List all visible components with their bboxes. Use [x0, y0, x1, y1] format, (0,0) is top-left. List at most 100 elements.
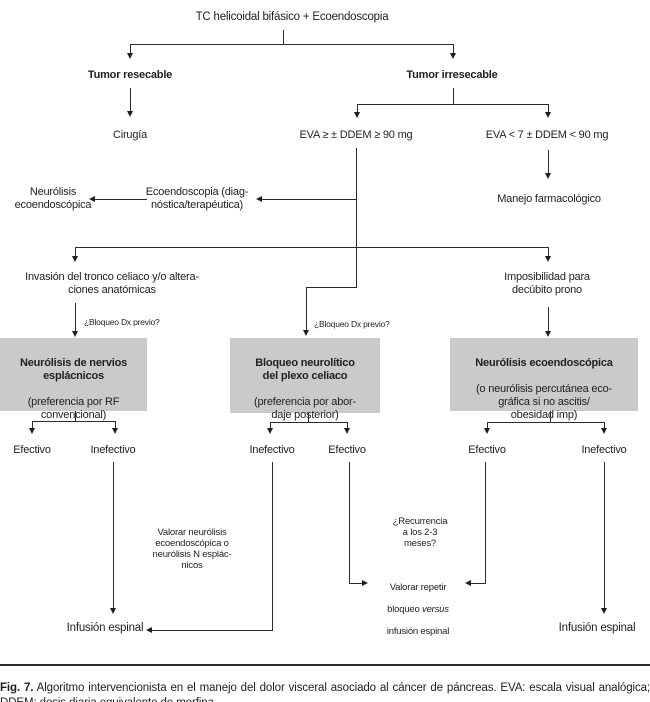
arrowhead-inefectivo2: [267, 428, 273, 434]
connector-irresecable-drop: [453, 44, 454, 53]
connector-jog-horizontal: [306, 287, 357, 288]
node-neurolisis-ecoendoscopica: Neurólisis ecoendoscópica: [14, 186, 92, 211]
node-tumor-irresecable: Tumor irresecable: [406, 69, 498, 81]
arrowhead-neurolisis-eco: [89, 195, 95, 202]
caption-divider: [0, 664, 650, 666]
label-inefectivo-left: Inefectivo: [90, 444, 136, 456]
connector-inefectivo1-drop: [115, 421, 116, 428]
arrowhead-infusion-der: [601, 608, 607, 614]
node-manejo-farmacologico: Manejo farmacológico: [497, 193, 601, 205]
node-eva-alta: EVA ≥ ± DDEM ≥ 90 mg: [299, 129, 413, 141]
node-eva-baja: EVA < 7 ± DDEM < 90 mg: [485, 129, 609, 141]
valorar-repetir-versus: versus: [422, 604, 449, 615]
label-bloqueo-dx-izq: ¿Bloqueo Dx previo?: [84, 317, 160, 327]
connector-manejo: [548, 150, 549, 173]
connector-split-left-stub: [75, 411, 76, 421]
connector-eva-baja-drop: [548, 104, 549, 112]
connector-efectivo1-drop: [32, 421, 33, 428]
label-bloqueo-dx-centro: ¿Bloqueo Dx previo?: [314, 319, 390, 329]
box-neurolisis-esplacnicos: Neurólisis de nervios esplácnicos (prefe…: [0, 338, 147, 421]
connector-invasion-drop: [75, 247, 76, 256]
connector-split-right: [487, 422, 604, 423]
connector-imposibilidad-drop: [548, 247, 549, 256]
node-cirugia: Cirugía: [112, 129, 148, 141]
connector-inefectivo2-long: [272, 462, 273, 631]
connector-split-center-stub: [308, 413, 309, 422]
connector-efectivo3-long: [485, 462, 486, 584]
node-ecoendoscopia: Ecoendoscopia (diag- nóstica/terapéutica…: [145, 186, 249, 211]
annotation-recurrencia: ¿Recurrencia a los 2-3 meses?: [392, 516, 448, 549]
arrowhead-valorar-repetir-izq: [362, 579, 368, 586]
connector-efectivo3-drop: [487, 422, 488, 428]
arrowhead-eva-alta: [354, 112, 360, 118]
arrowhead-infusion-izq: [110, 608, 116, 614]
connector-ecoendoscopia: [262, 199, 356, 200]
valorar-repetir-line3: infusión espinal: [386, 626, 450, 637]
arrowhead-efectivo3: [484, 428, 490, 434]
arrowhead-imposibilidad: [545, 256, 551, 262]
connector-box-esplacnicos: [75, 303, 76, 331]
arrowhead-ecoendoscopia: [256, 195, 262, 202]
arrowhead-box-plexo: [303, 330, 309, 336]
box-esplacnicos-subtitle: (preferencia por RF convencional): [27, 396, 120, 421]
connector-neurolisis-eco: [95, 199, 147, 200]
connector-wide-split: [75, 247, 549, 248]
connector-efectivo2-long: [349, 462, 350, 584]
figure-caption: Fig. 7. Algoritmo intervencionista en el…: [0, 681, 650, 702]
connector-eva-split: [357, 104, 549, 105]
arrowhead-valorar-repetir-der: [465, 579, 471, 586]
connector-irresecable-stub: [453, 88, 454, 104]
arrowhead-resecable: [127, 53, 133, 59]
arrowhead-cirugia: [127, 111, 133, 117]
arrowhead-irresecable: [450, 53, 456, 59]
connector-box-eco: [548, 307, 549, 331]
box-neurolisis-ecoendoscopica: Neurólisis ecoendoscópica (o neurólisis …: [450, 338, 638, 421]
arrowhead-inefectivo1: [112, 428, 118, 434]
node-imposibilidad-decubito: Imposibilidad para decúbito prono: [504, 271, 590, 296]
arrowhead-box-esplacnicos: [72, 331, 78, 337]
connector-inefectivo1-long: [113, 462, 114, 608]
figure-caption-label: Fig. 7.: [0, 681, 34, 694]
arrowhead-inefectivo3: [601, 428, 607, 434]
connector-efectivo2-elbow: [349, 583, 363, 584]
valorar-repetir-line1: Valorar repetir: [389, 582, 447, 593]
arrowhead-manejo: [545, 173, 551, 179]
valorar-repetir-line2: bloqueo versus: [368, 604, 468, 615]
label-inefectivo-right: Inefectivo: [581, 444, 627, 456]
connector-efectivo3-elbow: [471, 583, 485, 584]
label-efectivo-right: Efectivo: [468, 444, 506, 456]
box-eco-title: Neurólisis ecoendoscópica: [475, 357, 613, 369]
node-invasion-tronco-celiaco: Invasión del tronco celiaco y/o altera- …: [25, 271, 199, 296]
arrowhead-eva-baja: [545, 112, 551, 118]
box-esplacnicos-title: Neurólisis de nervios esplácnicos: [19, 357, 128, 382]
connector-central-vertical: [356, 148, 357, 287]
label-efectivo-center: Efectivo: [328, 444, 366, 456]
arrowhead-box-eco: [545, 331, 551, 337]
arrowhead-invasion: [72, 256, 78, 262]
connector-inefectivo2-drop: [270, 422, 271, 428]
connector-jog-vertical: [306, 287, 307, 330]
connector-top-split: [130, 44, 454, 45]
connector-cirugia: [130, 88, 131, 111]
connector-split-right-stub: [550, 411, 551, 422]
annotation-valorar-repetir: Valorar repetir bloqueo versus infusión …: [368, 571, 468, 648]
connector-inefectivo3-drop: [604, 422, 605, 428]
arrowhead-infusion-izq-2: [146, 626, 152, 633]
box-plexo-subtitle: (preferencia por abor- daje posterior): [254, 396, 356, 421]
connector-inefectivo2-elbow: [152, 630, 272, 631]
node-tumor-resecable: Tumor resecable: [87, 69, 173, 81]
connector-inefectivo3-long: [604, 462, 605, 608]
node-root: TC helicoidal bifásico + Ecoendoscopia: [195, 11, 389, 23]
valorar-repetir-line2-pre: bloqueo: [387, 604, 423, 615]
arrowhead-efectivo1: [29, 428, 35, 434]
connector-root-stub: [283, 30, 284, 44]
label-efectivo-left: Efectivo: [13, 444, 51, 456]
connector-eva-alta-drop: [357, 104, 358, 112]
node-infusion-espinal-izq: Infusión espinal: [66, 622, 144, 634]
box-plexo-title: Bloqueo neurolítico del plexo celiaco: [255, 357, 355, 382]
connector-split-center: [270, 422, 348, 423]
box-eco-subtitle: (o neurólisis percutánea eco- gráfica si…: [475, 383, 613, 421]
connector-split-left: [32, 421, 116, 422]
box-bloqueo-plexo-celiaco: Bloqueo neurolítico del plexo celiaco (p…: [230, 338, 380, 421]
